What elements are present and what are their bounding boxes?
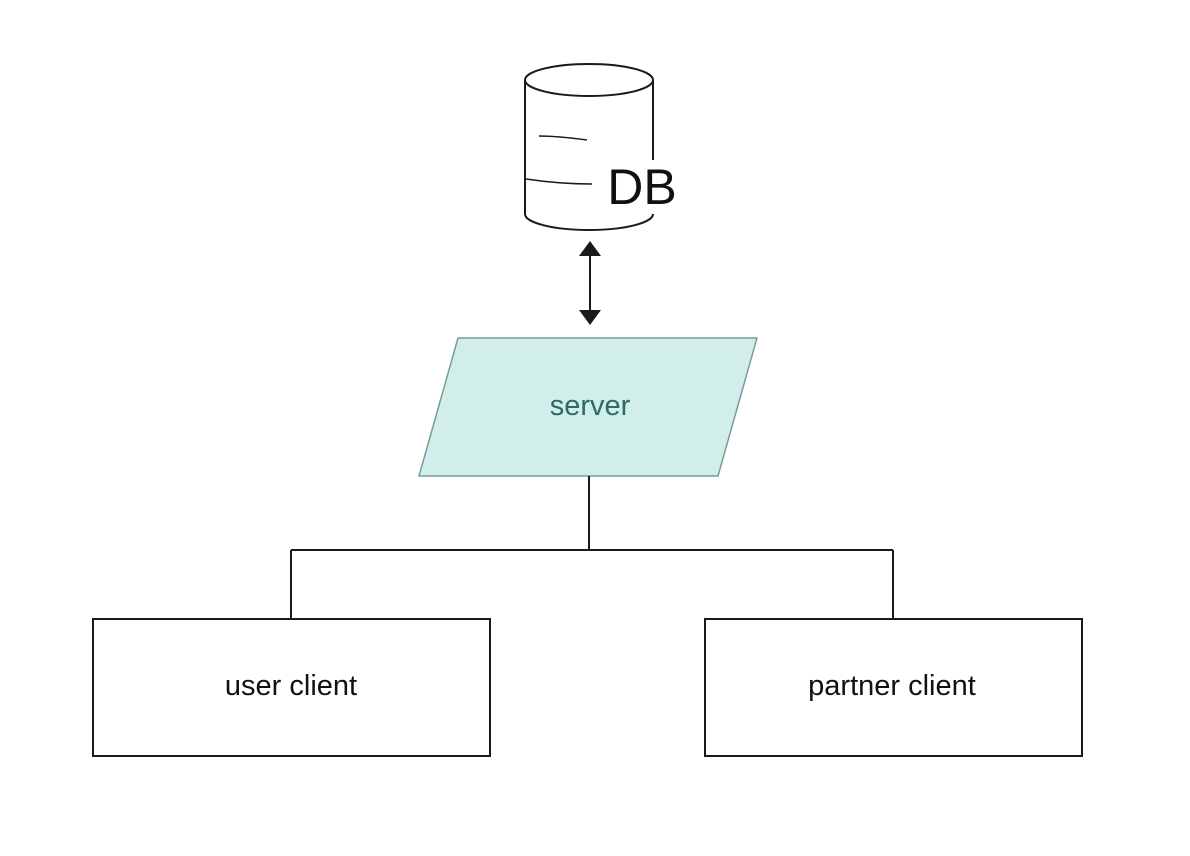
user-client-label: user client (225, 670, 357, 702)
server-node: server (418, 337, 758, 477)
database-node: DB (524, 63, 682, 231)
partner-client-label: partner client (808, 670, 976, 702)
server-shape (418, 337, 758, 477)
server-client-connectors (290, 476, 894, 618)
db-server-arrow (579, 241, 601, 325)
database-label: DB (607, 159, 676, 215)
server-label: server (550, 390, 631, 422)
user-client-node: user client (92, 618, 491, 757)
database-label-backdrop (600, 160, 682, 214)
arrowhead-down-icon (579, 310, 601, 325)
partner-client-node: partner client (704, 618, 1083, 757)
user-client-box (92, 618, 491, 757)
partner-client-box (704, 618, 1083, 757)
arrowhead-up-icon (579, 241, 601, 256)
